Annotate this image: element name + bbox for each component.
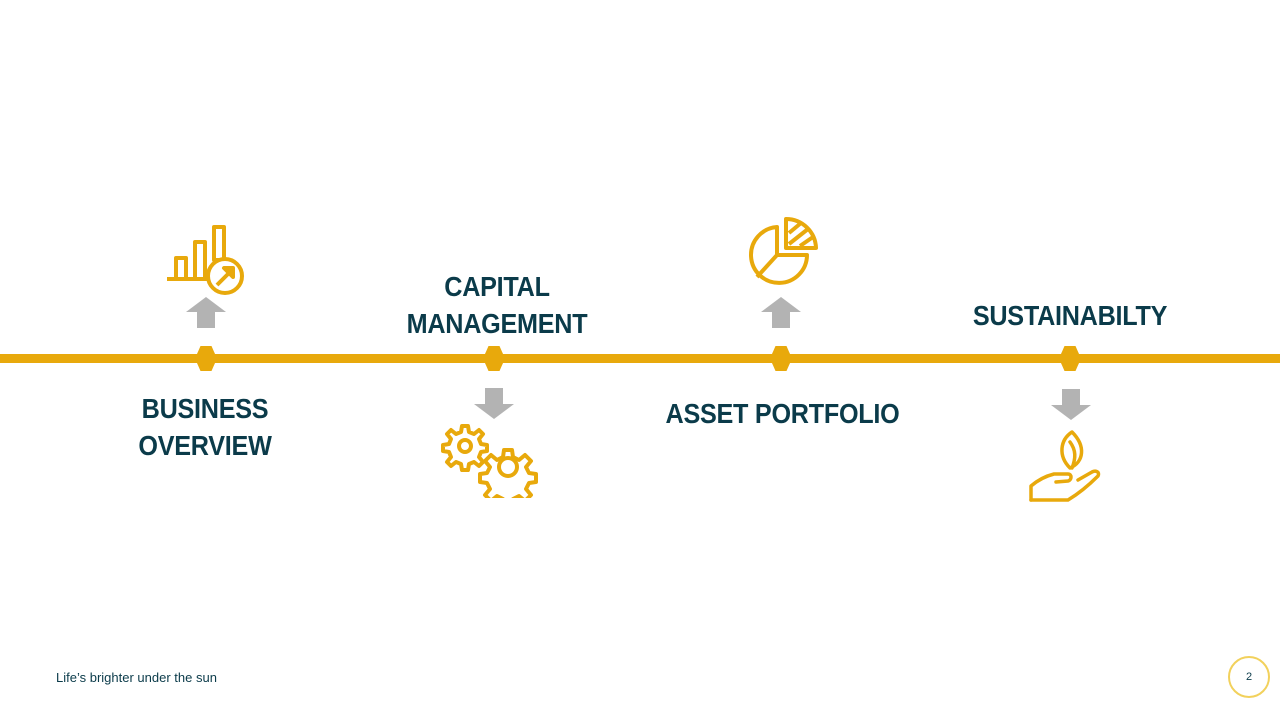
stage-label-asset-portfolio: ASSET PORTFOLIO xyxy=(654,395,911,432)
arrow-up-icon xyxy=(761,297,801,334)
stage-label-line1: ASSET PORTFOLIO xyxy=(665,398,900,429)
timeline-line xyxy=(0,354,1280,363)
page-number: 2 xyxy=(1245,671,1253,683)
arrow-down-icon xyxy=(1051,389,1091,426)
page-number-badge: 2 xyxy=(1228,656,1270,698)
arrow-down-icon xyxy=(474,388,514,425)
stage-label-line2: MANAGEMENT xyxy=(406,308,588,339)
gears-icon xyxy=(438,422,544,508)
stage-label-sustainability: SUSTAINABILTY xyxy=(953,297,1187,334)
stage-label-business-overview: BUSINESS OVERVIEW xyxy=(111,390,300,464)
hand-leaf-icon xyxy=(1024,428,1106,504)
footer-tagline: Life’s brighter under the sun xyxy=(56,670,217,685)
timeline-node-business-overview xyxy=(195,346,217,371)
timeline-node-asset-portfolio xyxy=(770,346,792,371)
timeline-node-sustainability xyxy=(1059,346,1081,371)
stage-label-line2: OVERVIEW xyxy=(138,430,272,461)
stage-label-line1: SUSTAINABILTY xyxy=(972,300,1168,331)
timeline-node-capital-management xyxy=(483,346,505,371)
stage-label-line1: CAPITAL xyxy=(444,271,550,302)
pie-chart-icon xyxy=(745,215,821,291)
stage-label-capital-management: CAPITAL MANAGEMENT xyxy=(389,268,605,342)
arrow-up-icon xyxy=(186,297,226,334)
stage-label-line1: BUSINESS xyxy=(141,393,269,424)
bar-chart-growth-icon xyxy=(164,222,248,298)
